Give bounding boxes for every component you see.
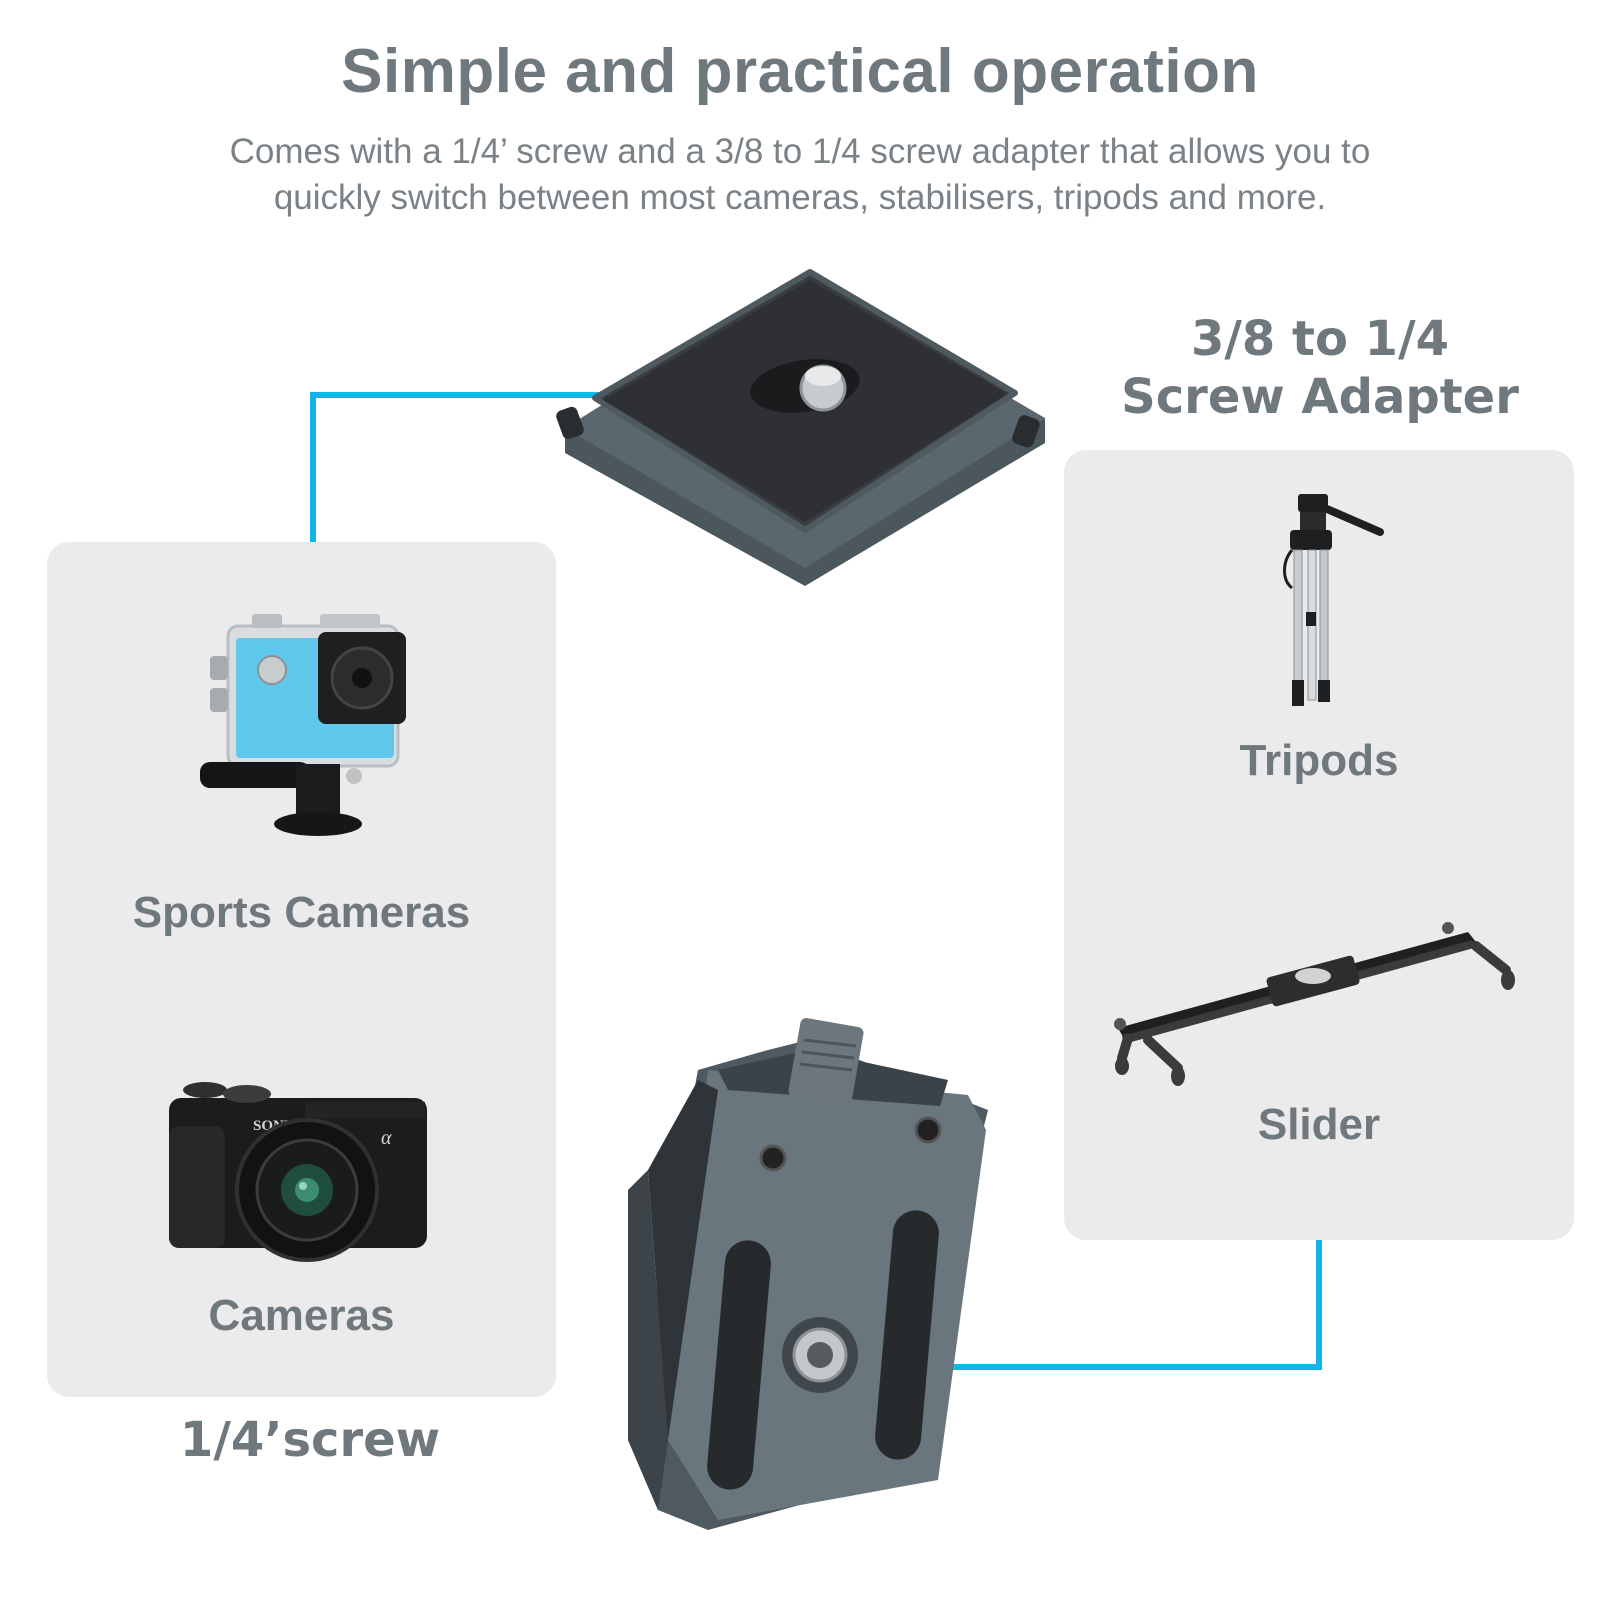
connector-line-top-vertical [310,392,316,543]
tripods-label: Tripods [1239,736,1399,785]
subtitle-line-1: Comes with a 1/4’ screw and a 3/8 to 1/4… [229,132,1371,171]
tripod-icon [1283,494,1384,706]
page-title: Simple and practical operation [341,37,1259,106]
adapter-heading-line-1: 3/8 to 1/4 [1191,311,1449,367]
action-camera-icon [200,614,406,836]
connector-line-bottom-vertical [1316,1240,1322,1370]
cameras-label: Cameras [208,1291,395,1340]
adapter-heading-line-2: Screw Adapter [1121,369,1519,425]
svg-text:α: α [381,1127,392,1149]
right-panel-adapter-devices [1064,450,1574,1240]
quick-release-clamp-image [628,1018,988,1530]
camera-slider-icon [1114,922,1515,1086]
connector-line-top-horizontal [310,392,800,398]
mirrorless-camera-icon: SONY α [169,1082,427,1262]
slider-label: Slider [1257,1100,1381,1149]
1-4-screw-caption: 1/4’screw [179,1412,441,1468]
sports-cameras-label: Sports Cameras [132,888,471,937]
quick-release-plate-image [556,269,1045,586]
connector-line-bottom-horizontal [858,1364,1322,1370]
subtitle-line-2: quickly switch between most cameras, sta… [273,178,1327,217]
